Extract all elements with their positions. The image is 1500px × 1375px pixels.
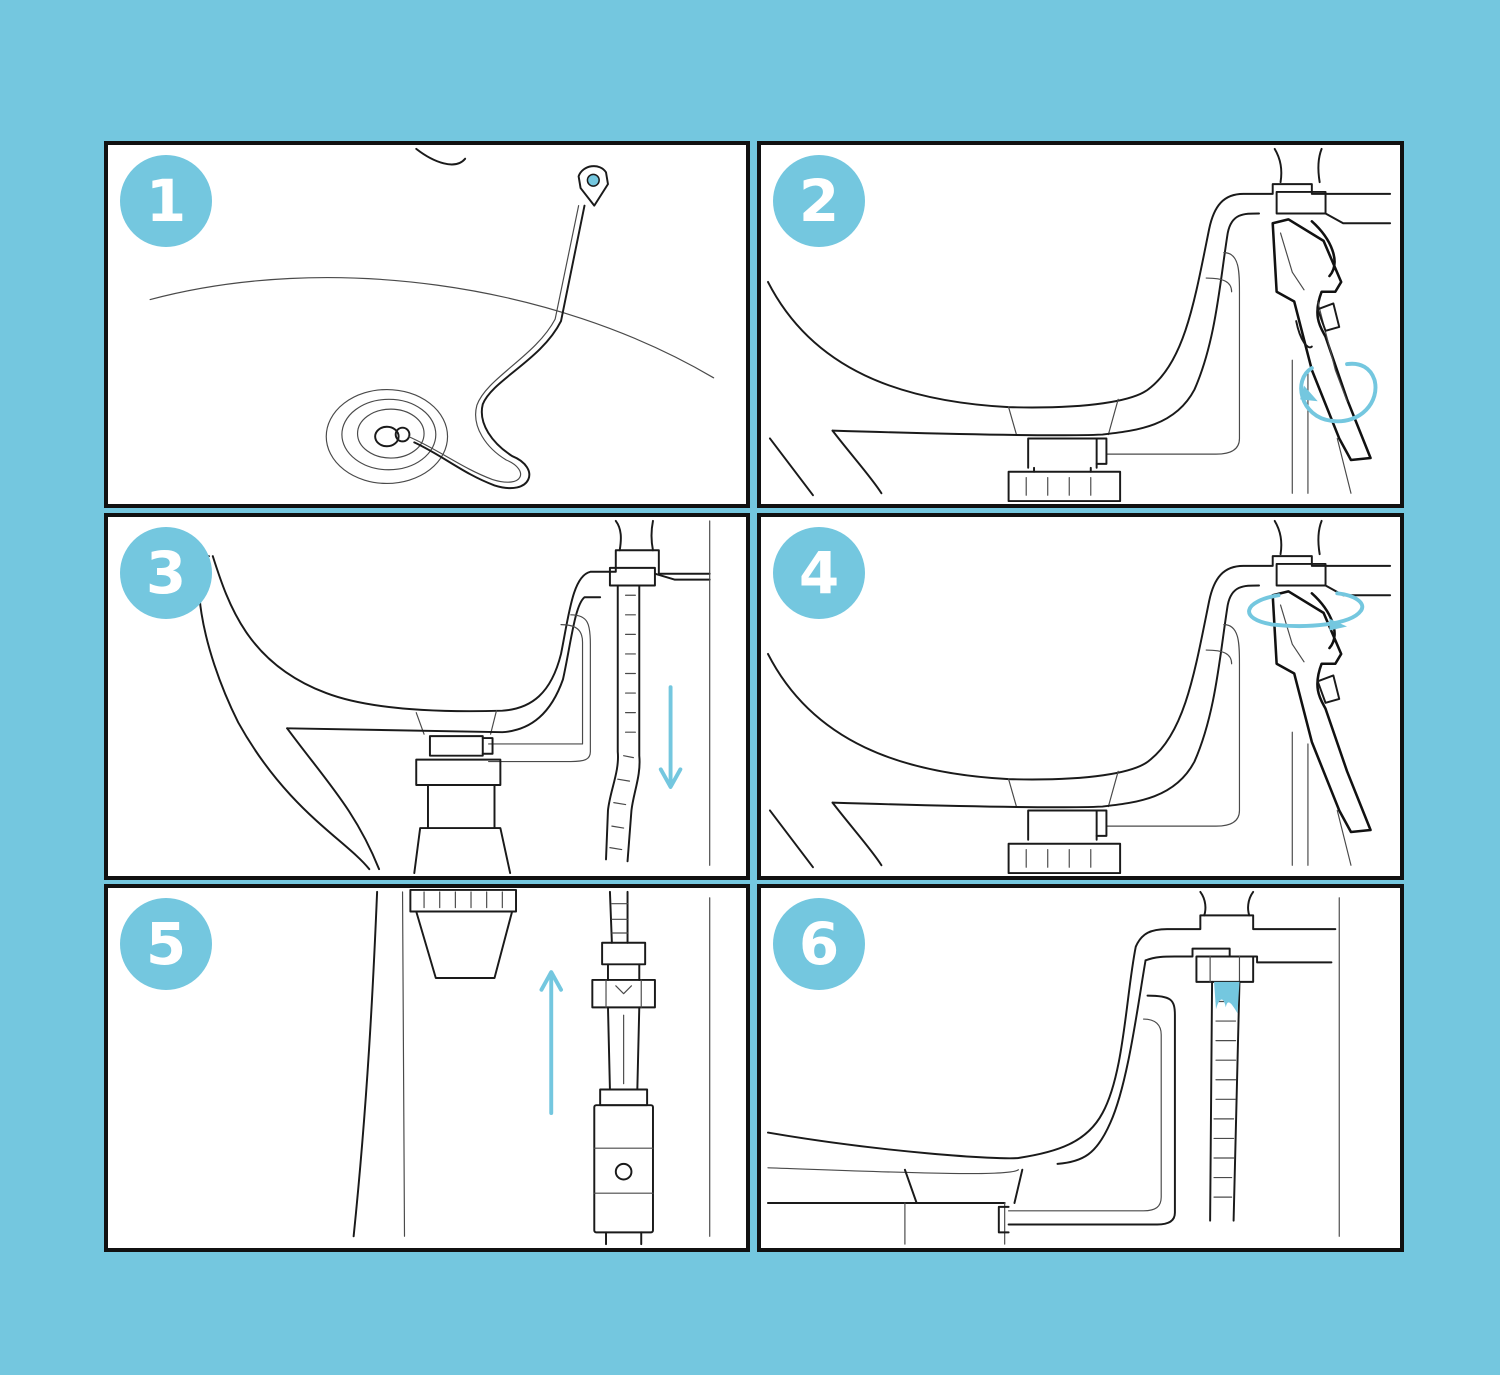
- step-panel-4: 4: [757, 513, 1404, 880]
- step-number-badge: 6: [773, 898, 865, 990]
- step-panel-2: 2: [757, 141, 1404, 508]
- step-panel-1: 1: [104, 141, 750, 508]
- step-panel-5: 5: [104, 884, 750, 1252]
- wrench-tighten-nut-icon: [766, 519, 1392, 875]
- step-number-badge: 5: [120, 898, 212, 990]
- hose-water-flow-icon: [766, 890, 1340, 1245]
- sink-drain-plug-icon: [149, 147, 715, 490]
- hose-connect-up-arrow-icon: [352, 888, 711, 1246]
- step-number-badge: 2: [773, 155, 865, 247]
- step-number-badge: 1: [120, 155, 212, 247]
- wrench-loosen-nut-icon: [766, 147, 1392, 503]
- step-number-badge: 4: [773, 527, 865, 619]
- step-panel-3: 3: [104, 513, 750, 880]
- step-number-badge: 3: [120, 527, 212, 619]
- step-panel-6: 6: [757, 884, 1404, 1252]
